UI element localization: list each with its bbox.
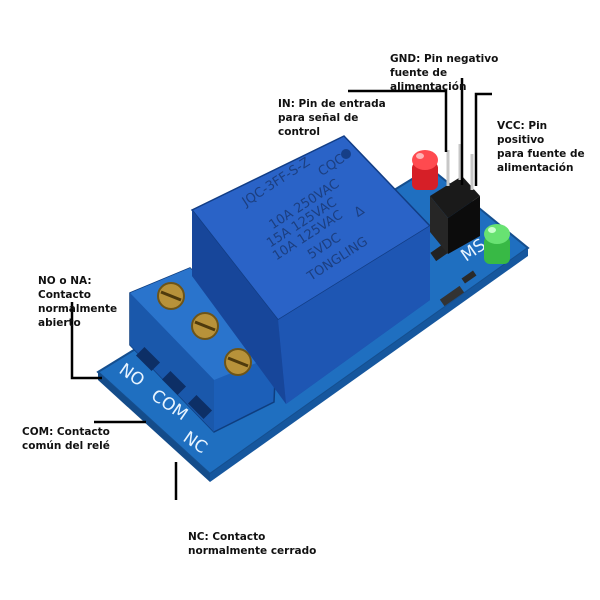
callout-line-no xyxy=(70,302,102,380)
screw-com xyxy=(191,312,219,340)
screw-no xyxy=(157,282,185,310)
terminal-block xyxy=(129,267,277,433)
diode xyxy=(439,285,465,307)
callout-line-vcc xyxy=(474,92,492,186)
pin-header xyxy=(430,144,480,254)
pcb-edge xyxy=(98,372,210,482)
pcb-edge-right xyxy=(210,248,528,482)
callout-line-in xyxy=(348,89,448,152)
transistor xyxy=(430,244,448,262)
resistor xyxy=(461,270,477,284)
led-green xyxy=(484,224,510,264)
screw-nc xyxy=(224,348,252,376)
led-red xyxy=(412,150,438,190)
relay: JQC-3FF-S-Z CQC 10A 250VAC 15A 125VAC 10… xyxy=(190,135,432,404)
